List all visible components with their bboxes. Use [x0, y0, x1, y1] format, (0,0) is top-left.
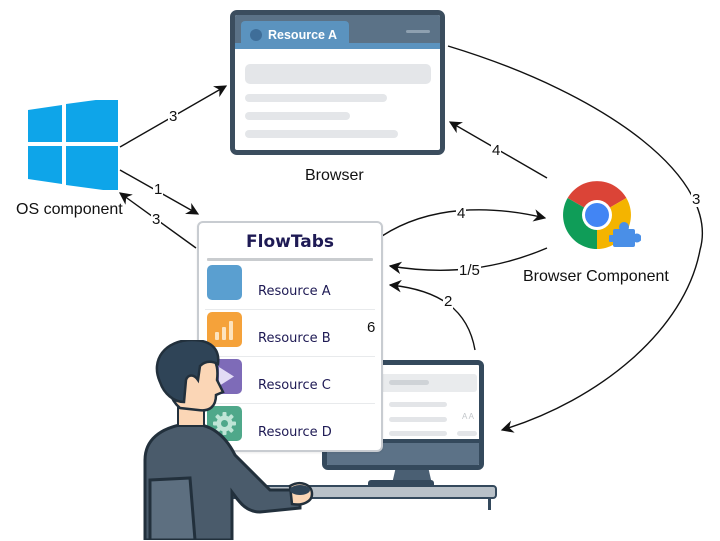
browser-tab-label: Resource A: [268, 28, 338, 42]
os-component-label: OS component: [16, 201, 123, 218]
edge-browser-to-monitor: [447, 45, 703, 433]
content-placeholder: [245, 130, 398, 138]
flowtabs-item-label: Resource A: [258, 284, 331, 299]
flowtabs-title: FlowTabs: [246, 232, 334, 252]
text-size-glyph: A A: [462, 412, 475, 421]
browser-label: Browser: [305, 167, 364, 184]
monitor-placeholder: [389, 380, 429, 385]
edge-label-monitor-to-flowtabs: 2: [443, 293, 454, 310]
browser-tab[interactable]: Resource A: [241, 21, 349, 49]
edge-label-flowtabs-to-os: 3: [151, 211, 162, 228]
flowtabs-item-label: Resource C: [258, 378, 331, 393]
edge-label-component-to-flowtabs: 1/5: [458, 262, 481, 279]
content-placeholder: [245, 112, 350, 120]
monitor-placeholder: [457, 431, 477, 436]
monitor-placeholder: [389, 431, 447, 436]
person-at-computer-icon: [143, 340, 314, 540]
edge-label-browser-to-monitor: 3: [691, 191, 702, 208]
flowtabs-item-resource-b[interactable]: Resource B: [205, 310, 375, 357]
monitor-stand-base: [368, 480, 434, 488]
edge-monitor-to-flowtabs: [388, 279, 476, 351]
windows-logo-icon: [28, 100, 118, 190]
flowtabs-panel: FlowTabs Resource A Resource B Resource …: [197, 221, 383, 452]
blank-square-icon: [207, 265, 242, 300]
monitor-placeholder: [389, 417, 447, 422]
divider: [207, 258, 373, 261]
tab-favicon-icon: [250, 29, 262, 41]
flowtabs-item-label: Resource D: [258, 425, 332, 440]
chrome-extension-icon: [563, 181, 641, 249]
content-placeholder: [245, 64, 431, 84]
flowtabs-item-label: Resource B: [258, 331, 331, 346]
bar-chart-icon: [207, 312, 242, 347]
browser-tab-bar: Resource A: [235, 15, 440, 49]
monitor-placeholder: [389, 402, 447, 407]
edge-label-component-to-browser: 4: [491, 142, 502, 159]
desk-leg: [488, 498, 491, 510]
flowtabs-item-resource-a[interactable]: Resource A: [205, 263, 375, 310]
edge-label-os-to-flowtabs: 1: [153, 181, 164, 198]
edge-label-flowtabs-to-component: 4: [456, 205, 467, 222]
edge-label-resource-c-to-a: 6: [367, 319, 376, 336]
browser-window: Resource A: [230, 10, 445, 155]
browser-component-label: Browser Component: [523, 268, 669, 285]
menu-icon: [406, 30, 430, 33]
content-placeholder: [245, 94, 387, 102]
edge-label-os-to-browser: 3: [168, 108, 179, 125]
